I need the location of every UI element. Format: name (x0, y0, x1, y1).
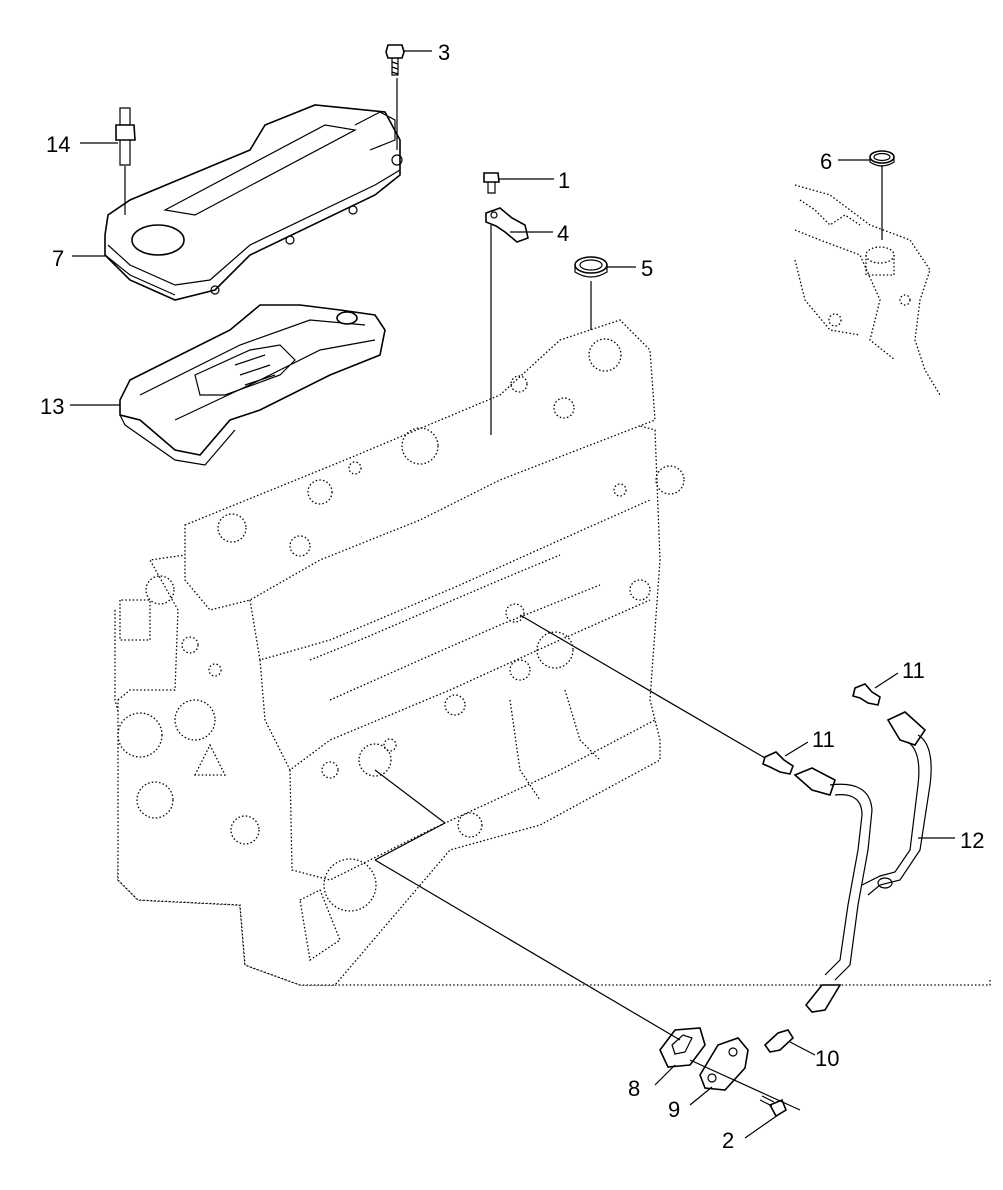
engine-block (114, 319, 991, 986)
callout-8: 8 (628, 1076, 640, 1101)
callout-6: 6 (820, 149, 832, 174)
gasket (119, 304, 386, 466)
callout-11-lower: 11 (812, 727, 835, 752)
callout-7: 7 (52, 246, 64, 271)
callout-14: 14 (46, 132, 70, 157)
connector-part-11-lower (762, 751, 794, 775)
callout-5: 5 (641, 256, 653, 281)
flange-part-9 (699, 1037, 749, 1091)
seal-part-5 (574, 256, 608, 278)
callout-1: 1 (558, 168, 570, 193)
seal-part-6 (869, 150, 895, 167)
valve-cover (104, 104, 403, 301)
stud-part-14 (115, 107, 136, 166)
inset-detail (794, 184, 941, 396)
bolt-part-2 (759, 1095, 787, 1118)
callout-9: 9 (668, 1097, 680, 1122)
callout-labels: 3 14 7 13 1 4 5 6 11 11 12 10 8 9 2 (40, 40, 984, 1153)
leader-lines (70, 50, 955, 1139)
callout-10: 10 (815, 1046, 839, 1071)
bolt-part-1 (483, 172, 500, 194)
callout-12: 12 (960, 828, 984, 853)
sensor-part-4 (485, 207, 529, 243)
callout-4: 4 (557, 221, 569, 246)
bolt-part-3 (385, 44, 405, 76)
gasket-part-8 (659, 1027, 706, 1068)
callout-11-upper: 11 (902, 658, 925, 683)
callout-3: 3 (438, 40, 450, 65)
connector-part-11-upper (852, 683, 881, 706)
pipe-part-12 (793, 711, 932, 1013)
callout-13: 13 (40, 394, 64, 419)
callout-2: 2 (722, 1128, 734, 1153)
fitting-part-10 (763, 1029, 795, 1053)
